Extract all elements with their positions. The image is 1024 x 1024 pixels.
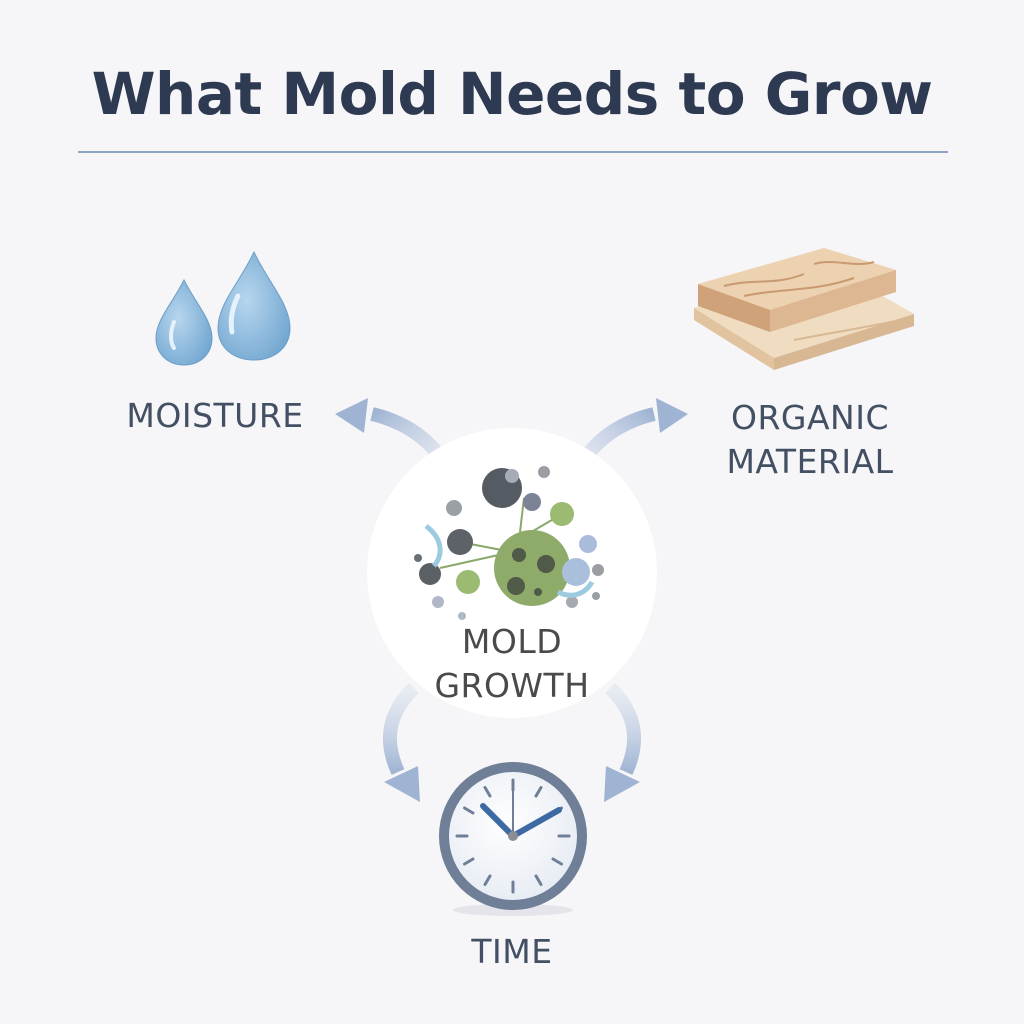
clock-icon: [439, 762, 587, 916]
water-drops-icon: [155, 250, 291, 366]
organic-label-line2: MATERIAL: [726, 442, 894, 481]
moisture-label: MOISTURE: [126, 396, 304, 435]
mold-label-line2: GROWTH: [434, 666, 590, 705]
wood-planks-icon: [694, 248, 914, 370]
title-divider: [78, 151, 948, 153]
organic-material-label: ORGANIC MATERIAL: [690, 396, 930, 484]
arrow-to-time-right-icon: [604, 682, 641, 802]
mold-label-line1: MOLD: [461, 622, 563, 661]
diagram-title: What Mold Needs to Grow: [91, 60, 933, 128]
arrow-to-time-left-icon: [383, 682, 420, 802]
mold-spores-icon: [414, 466, 604, 620]
mold-growth-label: MOLD GROWTH: [412, 620, 612, 708]
organic-label-line1: ORGANIC: [730, 398, 889, 437]
time-label: TIME: [471, 932, 553, 971]
